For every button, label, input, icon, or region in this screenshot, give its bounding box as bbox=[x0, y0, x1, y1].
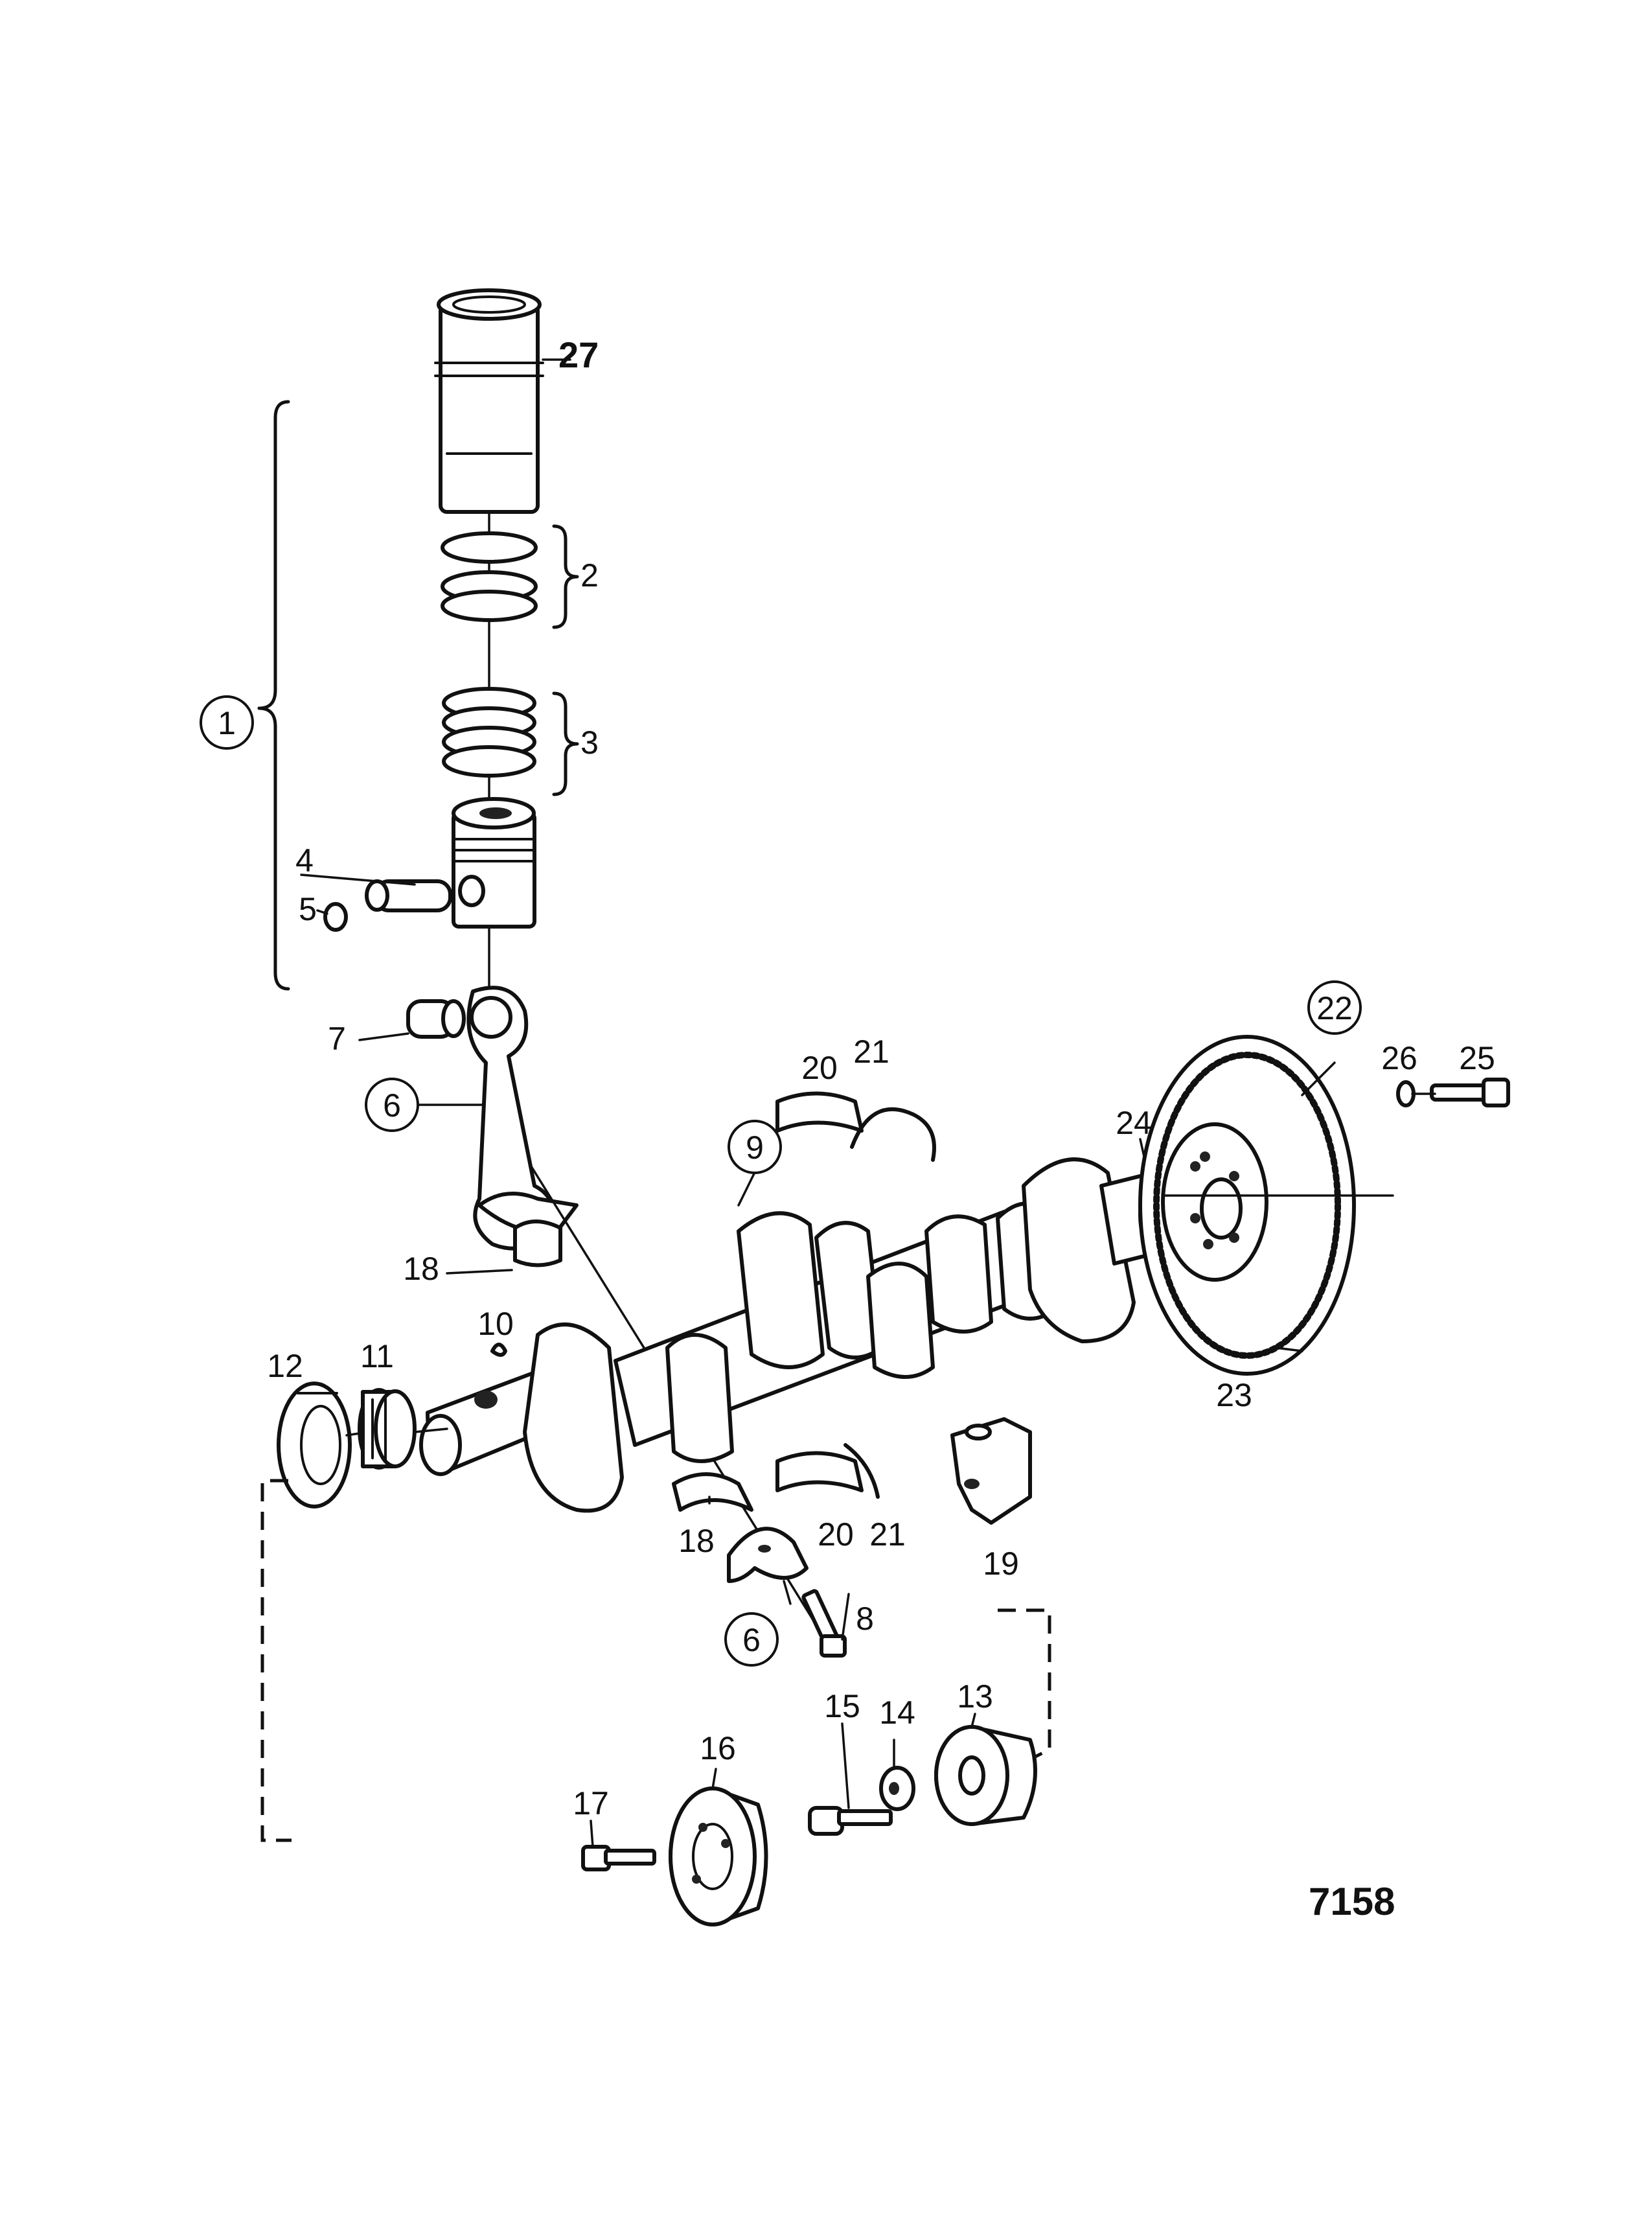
callout-labels: 27 2 3 1 4 5 7 6 18 20 21 9 10 11 12 18 … bbox=[200, 334, 1495, 1821]
callout-20a: 20 bbox=[801, 1050, 838, 1086]
bearing-shell-upper bbox=[513, 1220, 562, 1267]
callout-14: 14 bbox=[879, 1694, 915, 1731]
crankshaft-gear bbox=[358, 1388, 417, 1470]
piston-pin bbox=[365, 879, 452, 912]
callout-10: 10 bbox=[477, 1306, 514, 1342]
callout-21a: 21 bbox=[853, 1034, 889, 1070]
callout-24: 24 bbox=[1116, 1105, 1152, 1141]
small-end-bush bbox=[406, 999, 466, 1039]
piston bbox=[452, 797, 536, 929]
main-bearing-upper bbox=[775, 1091, 864, 1133]
callout-20b: 20 bbox=[818, 1516, 854, 1553]
callout-22: 22 bbox=[1316, 990, 1353, 1026]
callout-5: 5 bbox=[299, 891, 317, 927]
circlip bbox=[323, 902, 348, 932]
callout-25: 25 bbox=[1459, 1040, 1495, 1076]
callout-26: 26 bbox=[1381, 1040, 1417, 1076]
callout-9-circle bbox=[728, 1120, 782, 1174]
callout-23: 23 bbox=[1216, 1377, 1252, 1413]
callout-15: 15 bbox=[824, 1688, 860, 1724]
main-bearing-cap bbox=[950, 1417, 1032, 1525]
bearing-shell-lower bbox=[672, 1472, 753, 1512]
callout-13: 13 bbox=[957, 1678, 993, 1715]
callout-2: 2 bbox=[580, 557, 599, 594]
callout-6a: 6 bbox=[383, 1087, 401, 1124]
callout-27: 27 bbox=[558, 334, 599, 375]
damper-center-bolt bbox=[808, 1806, 893, 1836]
thrust-washer-upper bbox=[850, 1107, 936, 1162]
callout-7: 7 bbox=[328, 1021, 346, 1057]
cylinder-liner bbox=[434, 288, 571, 514]
drawing-number: 7158 bbox=[1309, 1880, 1395, 1923]
front-seal-cover bbox=[277, 1382, 352, 1509]
pulley-bolt bbox=[581, 1845, 656, 1871]
callout-1-circle bbox=[200, 695, 254, 750]
callout-12: 12 bbox=[267, 1348, 303, 1384]
connecting-rod-cap bbox=[727, 1527, 809, 1583]
callout-1: 1 bbox=[218, 705, 236, 741]
callout-18a: 18 bbox=[403, 1251, 439, 1287]
flywheel bbox=[1138, 1035, 1356, 1376]
callout-16: 16 bbox=[700, 1730, 736, 1766]
callout-8: 8 bbox=[856, 1601, 874, 1637]
callout-22-circle bbox=[1307, 980, 1362, 1035]
callout-17: 17 bbox=[573, 1785, 609, 1821]
damper-hub bbox=[934, 1725, 1037, 1826]
callout-21b: 21 bbox=[869, 1516, 906, 1553]
damper-washer bbox=[879, 1766, 915, 1811]
connecting-rod-bolt bbox=[801, 1589, 847, 1658]
crankshaft-pulley bbox=[669, 1786, 768, 1926]
callout-4: 4 bbox=[295, 842, 314, 879]
thrust-washer-lower bbox=[843, 1443, 880, 1499]
callout-9: 9 bbox=[746, 1129, 764, 1166]
callout-18b: 18 bbox=[678, 1523, 715, 1559]
callout-6b-circle bbox=[724, 1612, 779, 1667]
callout-3: 3 bbox=[580, 724, 599, 761]
callout-6b: 6 bbox=[742, 1622, 761, 1658]
main-bearing-lower bbox=[775, 1451, 864, 1492]
flywheel-bolt bbox=[1430, 1078, 1510, 1107]
oil-rings bbox=[442, 687, 536, 778]
callout-6a-circle bbox=[365, 1078, 419, 1132]
woodruff-key bbox=[490, 1343, 507, 1357]
compression-rings bbox=[441, 531, 538, 622]
callout-11: 11 bbox=[360, 1338, 394, 1374]
callout-19: 19 bbox=[983, 1545, 1019, 1582]
connecting-rod bbox=[466, 986, 579, 1251]
